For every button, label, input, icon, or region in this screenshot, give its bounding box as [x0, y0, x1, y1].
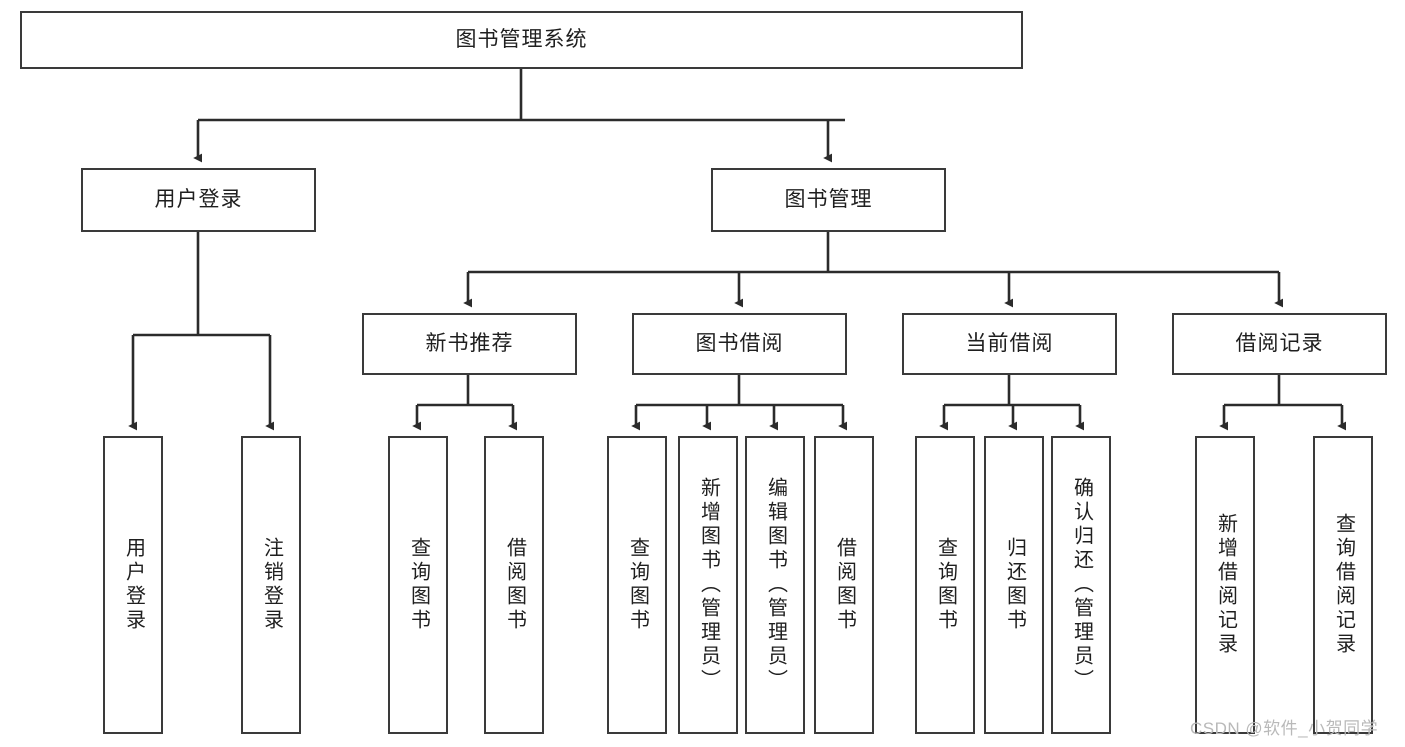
node-leaf-query-book-2[interactable]: 查询图书 — [607, 436, 667, 734]
node-leaf-return-book[interactable]: 归还图书 — [984, 436, 1044, 734]
node-leaf-confirm-return[interactable]: 确认归还（管理员） — [1051, 436, 1111, 734]
node-leaf-user-logout-label: 注销登录 — [260, 537, 283, 633]
node-leaf-user-login[interactable]: 用户登录 — [103, 436, 163, 734]
node-leaf-borrow-book-2[interactable]: 借阅图书 — [814, 436, 874, 734]
node-leaf-query-record[interactable]: 查询借阅记录 — [1313, 436, 1373, 734]
node-book-borrow[interactable]: 图书借阅 — [632, 313, 847, 375]
node-leaf-user-logout[interactable]: 注销登录 — [241, 436, 301, 734]
node-book-borrow-label: 图书借阅 — [695, 331, 784, 355]
node-new-book-recommend[interactable]: 新书推荐 — [362, 313, 577, 375]
node-leaf-add-record[interactable]: 新增借阅记录 — [1195, 436, 1255, 734]
node-leaf-user-login-label: 用户登录 — [122, 537, 145, 633]
node-leaf-query-record-label: 查询借阅记录 — [1332, 513, 1355, 657]
node-root-label: 图书管理系统 — [455, 27, 588, 51]
node-user-login-label: 用户登录 — [154, 187, 243, 211]
node-leaf-return-book-label: 归还图书 — [1003, 537, 1026, 633]
node-user-login[interactable]: 用户登录 — [81, 168, 316, 232]
node-leaf-query-book-1[interactable]: 查询图书 — [388, 436, 448, 734]
node-leaf-query-book-1-label: 查询图书 — [407, 537, 430, 633]
node-leaf-add-book-label: 新增图书（管理员） — [697, 477, 720, 693]
node-leaf-query-book-2-label: 查询图书 — [626, 537, 649, 633]
node-leaf-query-book-3[interactable]: 查询图书 — [915, 436, 975, 734]
node-leaf-borrow-book-1[interactable]: 借阅图书 — [484, 436, 544, 734]
node-borrow-record[interactable]: 借阅记录 — [1172, 313, 1387, 375]
node-current-borrow-label: 当前借阅 — [965, 331, 1054, 355]
node-new-book-recommend-label: 新书推荐 — [425, 331, 514, 355]
node-leaf-borrow-book-2-label: 借阅图书 — [833, 537, 856, 633]
node-borrow-record-label: 借阅记录 — [1235, 331, 1324, 355]
node-current-borrow[interactable]: 当前借阅 — [902, 313, 1117, 375]
watermark-text: CSDN @软件_小贺同学 — [1190, 719, 1379, 738]
node-leaf-add-record-label: 新增借阅记录 — [1214, 513, 1237, 657]
node-root[interactable]: 图书管理系统 — [20, 11, 1023, 69]
node-leaf-add-book[interactable]: 新增图书（管理员） — [678, 436, 738, 734]
node-leaf-edit-book-label: 编辑图书（管理员） — [764, 477, 787, 693]
node-leaf-edit-book[interactable]: 编辑图书（管理员） — [745, 436, 805, 734]
node-book-manage-label: 图书管理 — [784, 187, 873, 211]
node-leaf-borrow-book-1-label: 借阅图书 — [503, 537, 526, 633]
node-leaf-query-book-3-label: 查询图书 — [934, 537, 957, 633]
node-leaf-confirm-return-label: 确认归还（管理员） — [1070, 477, 1093, 693]
node-book-manage[interactable]: 图书管理 — [711, 168, 946, 232]
